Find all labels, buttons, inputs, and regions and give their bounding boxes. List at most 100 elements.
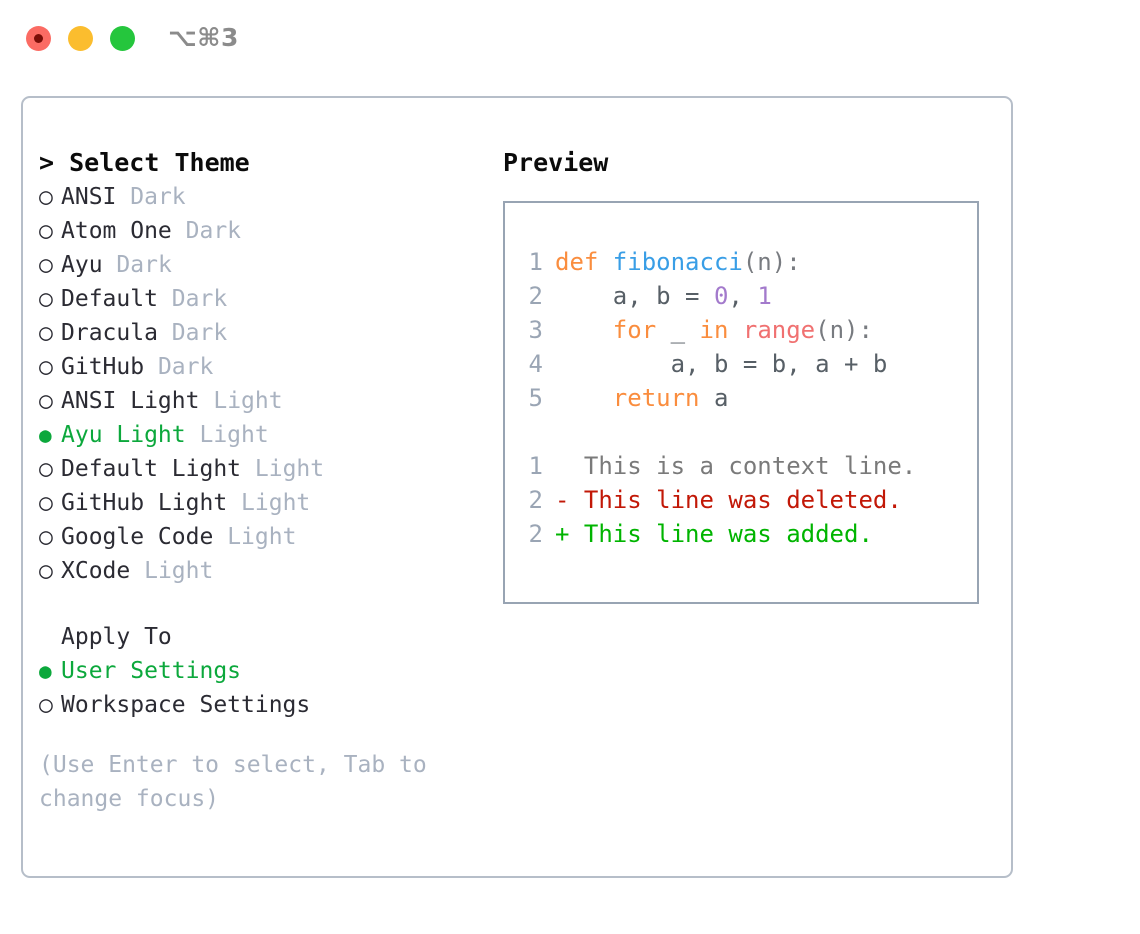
preview-spacer [521,415,977,449]
select-theme-heading: > Select Theme [39,148,250,177]
theme-option-dracula[interactable]: ○Dracula Dark [39,316,479,350]
theme-option-label: GitHub [61,354,145,380]
theme-option-label: Ayu [61,252,103,278]
label-separator [172,218,186,244]
label-separator [186,422,200,448]
label-separator [158,286,172,312]
theme-variant-tag: Dark [116,252,172,278]
diff-line: 2- This line was deleted. [521,483,977,517]
code-line-number: 2 [528,282,543,310]
diff-line-text: This line was deleted. [583,486,902,514]
code-line: 3 for _ in range(n): [521,313,977,347]
theme-option-github[interactable]: ○ GitHub Dark [39,350,479,384]
radio-unselected-icon: ○ [39,692,53,718]
code-token-plain [555,384,613,412]
keyboard-shortcut-label: ⌥⌘3 [168,23,239,52]
code-token-plain: , [728,282,758,310]
code-token-plain [555,316,613,344]
code-token-num: 0 [713,282,729,310]
apply-to-option-list: ● User Settings ○ Workspace Settings [39,654,479,722]
radio-unselected-icon: ○ [39,218,53,244]
diff-line-number: 1 [528,452,543,480]
theme-variant-tag: Light [227,524,297,550]
code-token-kw: in [699,316,729,344]
close-window-icon[interactable] [26,26,51,51]
theme-option-github-light[interactable]: ○ GitHub Light Light [39,486,479,520]
diff-line-text: This line was added. [583,520,873,548]
code-token-kw: for [612,316,657,344]
theme-option-default[interactable]: ○Default Dark [39,282,479,316]
diff-line-number: 2 [528,520,543,548]
apply-to-option-label: Workspace Settings [61,692,311,718]
code-token-plain: a, b = b, a + b [555,350,888,378]
theme-variant-tag: Dark [130,184,186,210]
theme-option-label: GitHub Light [61,490,228,516]
radio-unselected-icon: ○ [39,524,53,550]
diff-marker [555,452,569,480]
theme-option-label: Ayu Light [61,422,186,448]
diff-line: 2+ This line was added. [521,517,977,551]
theme-option-google-code[interactable]: ○Google Code Light [39,520,479,554]
theme-option-label: XCode [61,558,131,584]
label-separator [158,320,172,346]
theme-option-label: Atom One [61,218,172,244]
label-separator [130,558,144,584]
label-separator [103,252,117,278]
minimize-window-icon[interactable] [68,26,93,51]
radio-unselected-icon: ○ [39,354,53,380]
theme-variant-tag: Dark [185,218,242,244]
label-separator [227,490,241,516]
apply-to-option-workspace-settings[interactable]: ○ Workspace Settings [39,688,479,722]
theme-variant-tag: Dark [157,354,214,380]
diff-gap [569,452,583,480]
keyboard-hint-text: (Use Enter to select, Tab to change focu… [39,752,427,812]
theme-variant-tag: Light [213,388,283,414]
theme-option-list: ○ANSI Dark○Atom One Dark○Ayu Dark○Defaul… [39,180,479,588]
diff-sample: 1 This is a context line. 2- This line wa… [521,449,977,551]
apply-to-option-user-settings[interactable]: ● User Settings [39,654,479,688]
radio-unselected-icon: ○ [39,252,53,278]
theme-variant-tag: Dark [171,320,228,346]
radio-unselected-icon: ○ [39,558,53,584]
diff-gap [569,486,583,514]
diff-marker: - [555,486,570,514]
theme-option-xcode[interactable]: ○ XCode Light [39,554,479,588]
theme-variant-tag: Light [254,456,325,482]
theme-option-ayu[interactable]: ○ Ayu Dark [39,248,479,282]
code-token-plain: a [699,384,729,412]
radio-selected-icon: ● [39,423,52,447]
theme-option-default-light[interactable]: ○Default Light Light [39,452,479,486]
theme-option-ayu-light[interactable]: ● Ayu Light Light [39,418,479,452]
theme-option-label: ANSI Light [61,388,200,414]
code-token-kw: def [555,248,613,276]
maximize-window-icon[interactable] [110,26,135,51]
theme-option-label: Default [61,286,158,312]
theme-option-ansi[interactable]: ○ ANSI Dark [39,180,479,214]
theme-variant-tag: Dark [171,286,228,312]
radio-unselected-icon: ○ [39,490,53,516]
radio-unselected-icon: ○ [39,320,53,346]
label-separator [241,456,255,482]
code-line: 5 return a [521,381,977,415]
code-token-plain [728,316,742,344]
code-line: 4 a, b = b, a + b [521,347,977,381]
code-token-fn: fibonacci [612,248,743,276]
radio-unselected-icon: ○ [39,388,53,414]
theme-variant-tag: Light [144,558,214,584]
diff-line-text: This is a context line. [583,452,917,480]
label-separator [213,524,227,550]
theme-option-ansi-light[interactable]: ○ ANSI Light Light [39,384,479,418]
label-separator [199,388,213,414]
theme-variant-tag: Light [199,422,269,448]
theme-variant-tag: Light [241,490,311,516]
radio-unselected-icon: ○ [39,184,53,210]
radio-selected-icon: ● [39,659,52,683]
preview-heading: Preview [503,148,609,177]
theme-option-atom-one[interactable]: ○ Atom One Dark [39,214,479,248]
apply-to-option-label: User Settings [61,658,242,684]
theme-option-label: ANSI [61,184,117,210]
code-line-number: 3 [528,316,543,344]
